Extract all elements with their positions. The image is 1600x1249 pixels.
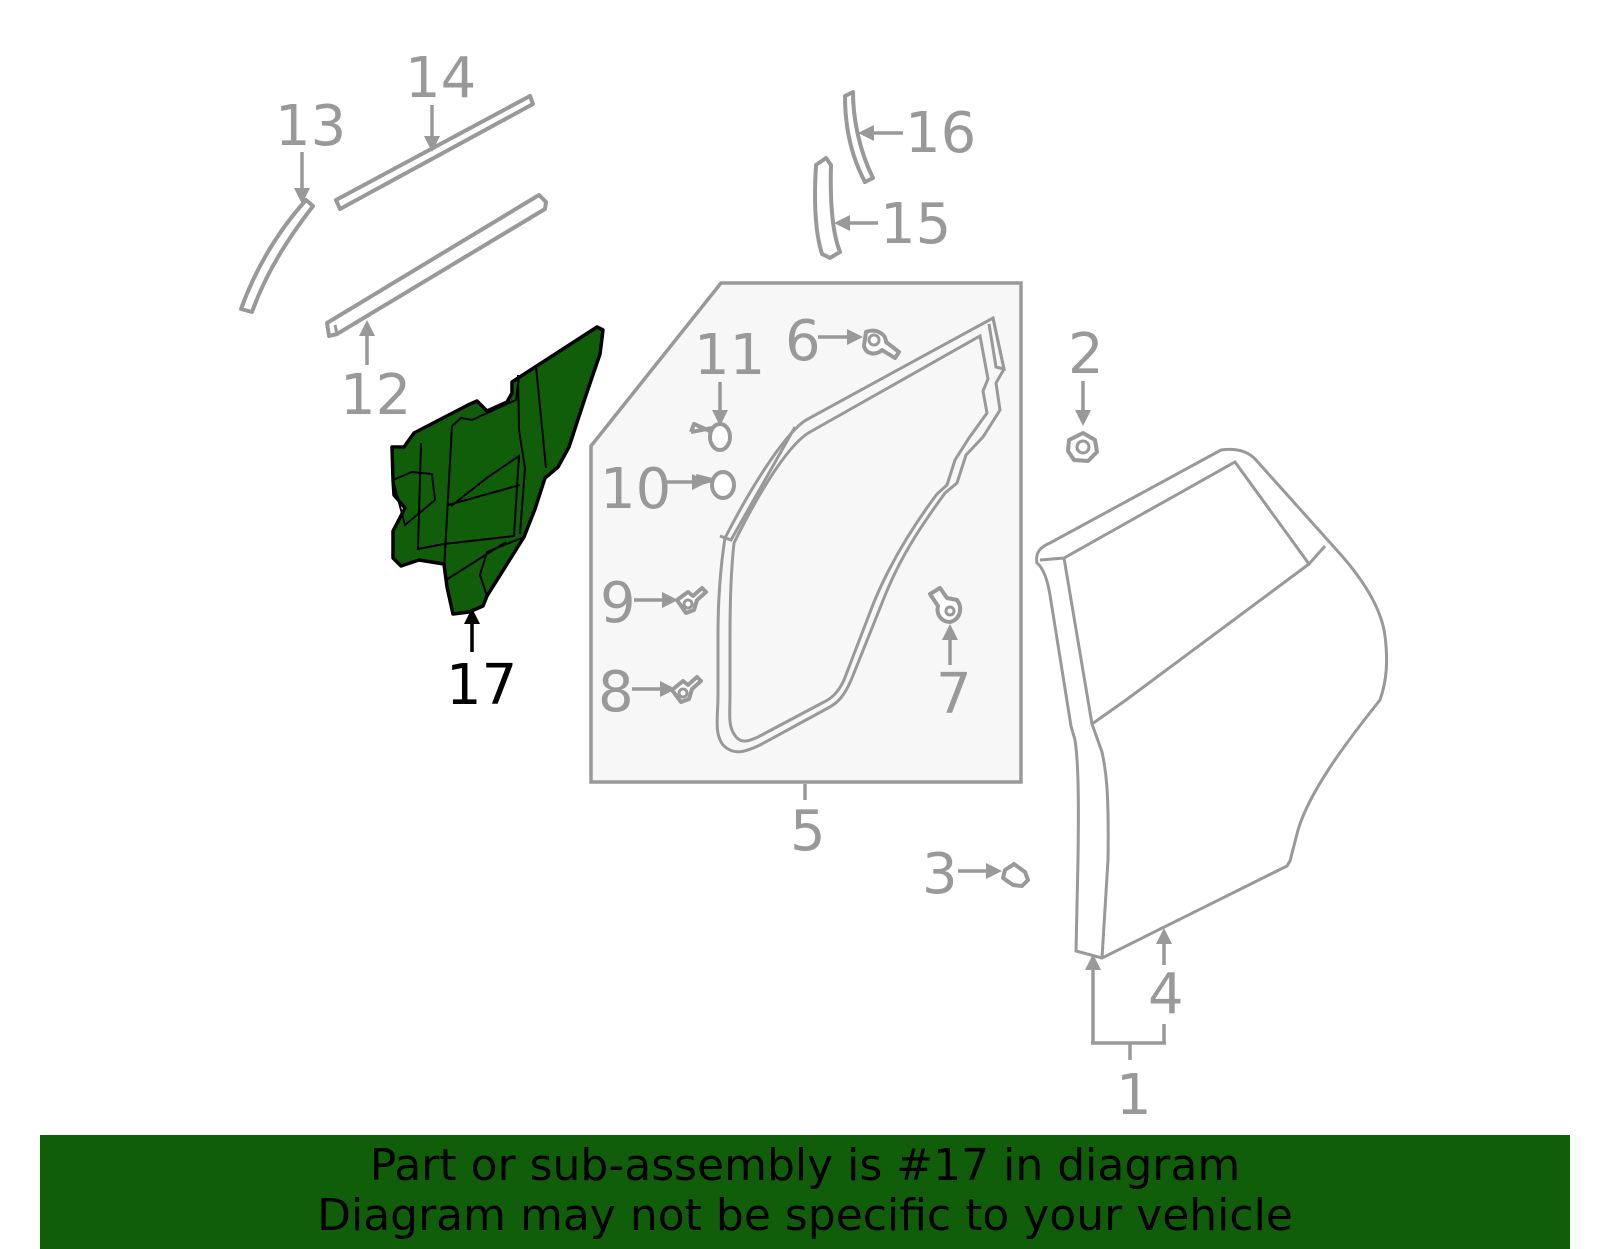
callout-8-label: 8 [598,660,634,725]
callout-2: 2 [1068,322,1104,426]
part-6-bolt[interactable] [862,328,901,360]
part-12-weatherstrip[interactable] [325,193,548,338]
callout-9-label: 9 [600,571,636,636]
part-8-clip[interactable] [670,675,703,704]
callout-14-label: 14 [405,46,476,111]
callout-1: 1 [1085,954,1166,1128]
callout-5-label: 5 [790,799,826,864]
callout-8: 8 [598,660,676,725]
callout-17-label: 17 [446,653,517,718]
callout-6: 6 [785,309,863,374]
part-17-window-regulator[interactable] [390,325,605,616]
callout-9: 9 [600,571,678,636]
part-13-trim[interactable] [239,198,315,314]
callout-13-label: 13 [275,94,346,159]
callout-16: 16 [858,101,976,166]
part-3-plug[interactable] [1001,862,1030,888]
part-9-clip[interactable] [675,586,708,615]
callout-7-label: 7 [936,662,972,727]
banner-line-2: Diagram may not be specific to your vehi… [317,1190,1293,1241]
banner-line-1: Part or sub-assembly is #17 in diagram [369,1140,1241,1191]
part-4-door-shell[interactable] [1035,447,1389,960]
callout-15: 15 [834,192,951,257]
callout-2-label: 2 [1068,322,1104,387]
part-2-nut[interactable] [1066,431,1099,463]
part-7-clip[interactable] [928,586,963,624]
part-5-panel[interactable] [589,281,1023,784]
callout-4-label: 4 [1148,962,1184,1027]
callout-3-label: 3 [922,842,958,907]
callout-15-label: 15 [880,192,951,257]
callout-10: 10 [600,457,708,522]
callout-1-label: 1 [1116,1063,1152,1128]
callout-12: 12 [340,320,411,428]
part-15-molding[interactable] [813,156,842,260]
info-banner: Part or sub-assembly is #17 in diagram D… [40,1135,1570,1249]
part-14-belt-molding[interactable] [334,94,535,211]
callout-14: 14 [405,46,476,152]
part-10-clip[interactable] [695,470,736,500]
part-16-molding[interactable] [843,90,875,184]
callout-16-label: 16 [905,101,976,166]
callout-13: 13 [275,94,346,204]
callout-11: 11 [694,323,765,426]
callout-17: 17 [446,608,517,718]
part-11-clip[interactable] [689,422,732,452]
callout-5: 5 [790,784,826,864]
callout-4: 4 [1148,928,1184,1027]
callout-7: 7 [936,624,972,727]
callout-11-label: 11 [694,323,765,388]
callout-3: 3 [922,842,1002,907]
callout-10-label: 10 [600,457,671,522]
callout-6-label: 6 [785,309,821,374]
callout-12-label: 12 [340,363,411,428]
